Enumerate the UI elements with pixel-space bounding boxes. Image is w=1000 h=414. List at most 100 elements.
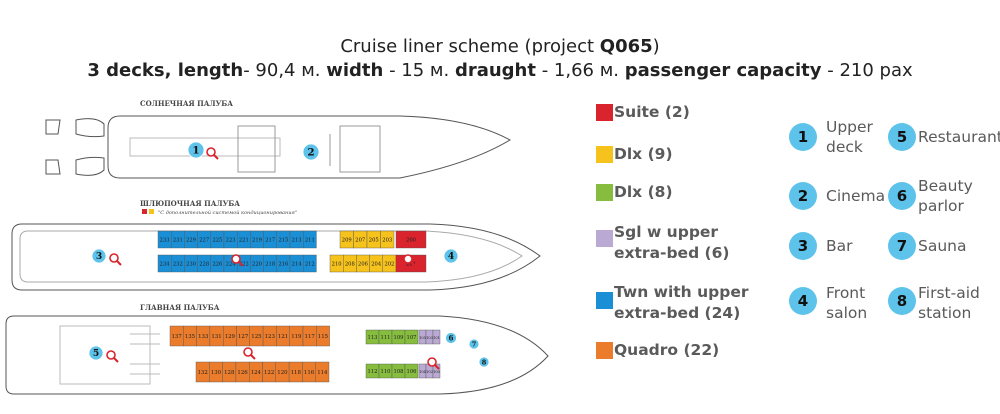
map-marker-8: 8: [478, 356, 490, 368]
facility-label-cinema: Cinema: [826, 187, 886, 205]
svg-text:207: 207: [355, 238, 365, 244]
magnifier-icon[interactable]: [231, 254, 244, 267]
facility-label-restaurant: Restaurant: [918, 128, 1000, 146]
svg-text:209: 209: [342, 238, 352, 244]
main-cabin-120: 120: [275, 361, 290, 383]
boat-cabin-200: 200: [395, 230, 427, 249]
svg-text:7: 7: [472, 340, 477, 348]
svg-text:124: 124: [251, 370, 262, 376]
main-cabin-127: 127: [236, 325, 251, 347]
svg-text:105: 105: [419, 336, 427, 340]
boat-cabin-206: 206: [356, 254, 370, 273]
main-cabin-112: 112: [365, 363, 380, 379]
svg-text:4: 4: [448, 251, 454, 262]
magnifier-icon[interactable]: [243, 347, 256, 360]
main-cabin-117: 117: [302, 325, 317, 347]
main-deck-label: ГЛАВНАЯ ПАЛУБА: [140, 303, 220, 312]
main-cabin-132: 132: [195, 361, 210, 383]
boat-deck-note: "С дополнительной системой кондициониров…: [158, 210, 297, 216]
boat-cabin-202: 202: [382, 254, 397, 273]
main-cabin-118: 118: [288, 361, 303, 383]
boat-cabin-229: 229: [184, 230, 198, 249]
svg-text:218: 218: [265, 262, 275, 268]
facility-label-sauna: Sauna: [918, 237, 967, 255]
boat-cabin-207: 207: [353, 230, 368, 249]
main-cabin-130: 130: [209, 361, 223, 383]
main-cabin-123: 123: [262, 325, 277, 347]
svg-text:133: 133: [198, 334, 209, 340]
svg-text:122: 122: [264, 370, 274, 376]
svg-text:120: 120: [277, 370, 288, 376]
main-cabin-119: 119: [289, 325, 304, 347]
svg-text:128: 128: [224, 370, 235, 376]
main-cabin-128: 128: [222, 361, 237, 383]
svg-text:135: 135: [185, 334, 196, 340]
svg-text:217: 217: [265, 238, 275, 244]
svg-text:229: 229: [186, 238, 196, 244]
map-marker-1: 1: [187, 141, 205, 159]
svg-text:208: 208: [345, 262, 355, 268]
boat-cabin-233: 233: [157, 230, 172, 249]
boat-cabin-225: 225: [210, 230, 225, 249]
boat-cabin-223: 223: [223, 230, 238, 249]
magnifier-icon[interactable]: [106, 350, 119, 363]
map-marker-5: 5: [88, 345, 104, 361]
map-marker-3: 3: [91, 248, 107, 264]
magnifier-icon[interactable]: [403, 254, 416, 267]
main-cabin-131: 131: [209, 325, 224, 347]
legend-label-quadro: Quadro (22): [614, 341, 720, 359]
svg-text:213: 213: [292, 238, 302, 244]
boat-cabin-215: 215: [276, 230, 291, 249]
boat-cabin-230: 230: [184, 254, 198, 273]
svg-text:101: 101: [433, 336, 440, 340]
boat-cabin-212: 212: [303, 254, 317, 273]
svg-text:109: 109: [394, 335, 404, 341]
svg-text:212: 212: [305, 262, 315, 268]
main-cabin-125: 125: [249, 325, 264, 347]
magnifier-icon[interactable]: [206, 147, 219, 160]
svg-text:224: 224: [226, 262, 237, 268]
legend-label-suite: Suite (2): [614, 103, 690, 121]
svg-text:204: 204: [371, 262, 382, 268]
svg-text:214: 214: [292, 262, 303, 268]
boat-cabin-228: 228: [197, 254, 212, 273]
legend-swatch-dlx9: [596, 146, 613, 163]
legend-label-dlx9: Dlx (9): [614, 145, 673, 163]
svg-text:220: 220: [252, 262, 262, 268]
svg-text:123: 123: [265, 334, 276, 340]
boat-cabin-216: 216: [276, 254, 291, 273]
facility-marker-3: 3: [789, 232, 817, 260]
main-cabin-135: 135: [183, 325, 197, 347]
facility-marker-7: 7: [888, 232, 916, 260]
svg-text:115: 115: [318, 334, 329, 340]
magnifier-icon[interactable]: [109, 253, 122, 266]
svg-text:227: 227: [199, 238, 209, 244]
svg-text:100: 100: [433, 370, 441, 374]
svg-text:223: 223: [226, 238, 236, 244]
main-cabin-124: 124: [248, 361, 263, 383]
svg-text:102: 102: [426, 370, 433, 374]
legend-label-twn: Twn with upper extra-bed (24): [614, 283, 749, 322]
main-cabin-110: 110: [378, 363, 393, 379]
boat-cabin-221: 221: [236, 230, 251, 249]
svg-text:216: 216: [278, 262, 288, 268]
legend-swatch-suite: [596, 104, 613, 121]
boat-cabin-208: 208: [343, 254, 357, 273]
boat-cabin-213: 213: [289, 230, 304, 249]
scheme-title: Cruise liner scheme (project Q065): [340, 36, 660, 57]
facility-label-first-aid: First-aid station: [918, 284, 980, 322]
svg-text:226: 226: [212, 262, 222, 268]
svg-text:232: 232: [173, 262, 183, 268]
main-cabin-101: 101: [432, 329, 441, 345]
svg-text:137: 137: [172, 334, 183, 340]
facility-marker-8: 8: [888, 287, 916, 315]
main-cabin-109: 109: [391, 329, 406, 345]
boat-cabin-219: 219: [250, 230, 264, 249]
svg-text:110: 110: [381, 369, 391, 375]
boat-cabin-211: 211: [303, 230, 317, 249]
magnifier-icon[interactable]: [427, 357, 440, 370]
boat-cabin-205: 205: [366, 230, 381, 249]
svg-text:8: 8: [482, 358, 487, 366]
main-cabin-100: 100: [432, 363, 441, 379]
boat-cabin-203: 203: [380, 230, 395, 249]
